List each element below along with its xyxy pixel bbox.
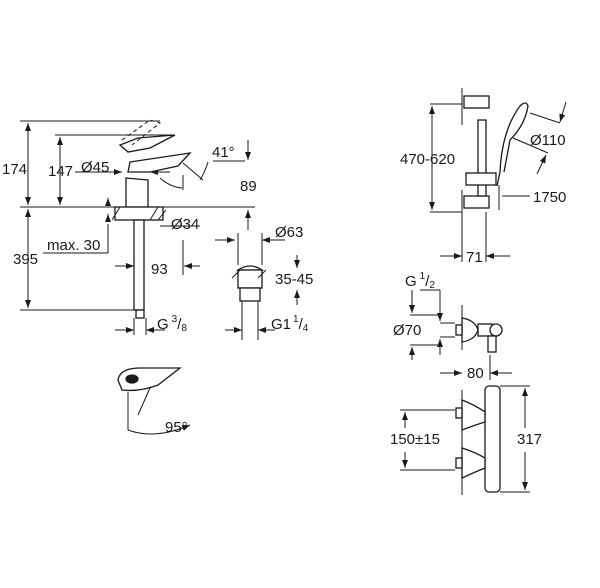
dim-thermostat-height: 317	[517, 431, 542, 448]
dim-wall-distance: 71	[466, 249, 483, 266]
dim-spout-height: 89	[240, 178, 257, 195]
dim-head-diameter: Ø110	[530, 132, 566, 149]
thermostat-front-drawing	[400, 385, 530, 495]
dim-max-thickness: max. 30	[47, 237, 100, 254]
dim-projection: 93	[151, 261, 168, 278]
dim-waste-diameter: Ø63	[275, 224, 303, 241]
dim-rail-range: 470-620	[400, 151, 455, 168]
dim-thermostat-depth: 80	[467, 365, 484, 382]
basin-mixer-top-view	[117, 367, 191, 435]
dim-thermostat-diameter: Ø70	[393, 322, 421, 339]
dim-hose-length: 395	[13, 251, 38, 268]
dim-rotation: 95°	[165, 419, 188, 436]
dim-height-spout: 147	[48, 163, 73, 180]
dim-base-diameter: Ø34	[171, 216, 199, 233]
dim-waste-thickness: 35-45	[275, 271, 313, 288]
thermostat-side-drawing	[409, 289, 512, 380]
dim-height-total: 174	[2, 161, 27, 178]
basin-mixer-drawing	[20, 119, 255, 335]
dim-thermostat-centers: 150±15	[390, 431, 440, 448]
dim-shower-hose: 1750	[533, 189, 566, 206]
dim-body-diameter: Ø45	[81, 159, 109, 176]
waste-drawing	[215, 233, 300, 340]
dim-lever-angle: 41°	[212, 144, 235, 161]
shower-rail-drawing	[429, 88, 567, 262]
